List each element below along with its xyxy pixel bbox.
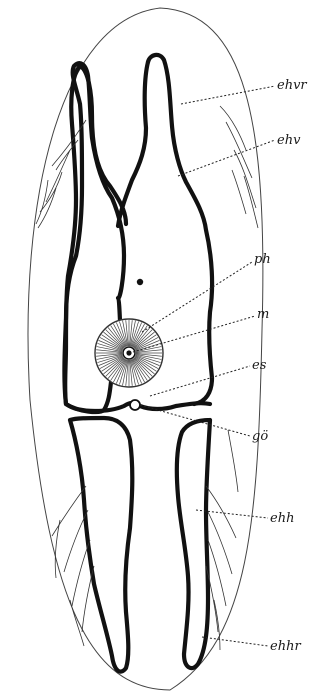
fine-vessels-lower-right (206, 430, 238, 650)
label-es: es (252, 358, 267, 373)
label-ehv: ehv (277, 133, 301, 148)
label-m: m (257, 307, 269, 322)
canal-left-inner (80, 66, 126, 224)
genital-pore (130, 400, 140, 410)
canal-posterior-left (70, 418, 132, 672)
label-ehh: ehh (270, 511, 294, 526)
label-ehhr: ehhr (270, 639, 301, 654)
canal-left-anterior (118, 62, 148, 226)
label-go: gö (252, 429, 268, 444)
label-ehvr: ehvr (277, 78, 307, 93)
pharynx (95, 319, 163, 387)
dot-marker (137, 279, 143, 285)
canal-posterior-right (177, 420, 210, 668)
label-ph: ph (254, 252, 271, 267)
fine-vessels-upper-left (36, 120, 86, 228)
